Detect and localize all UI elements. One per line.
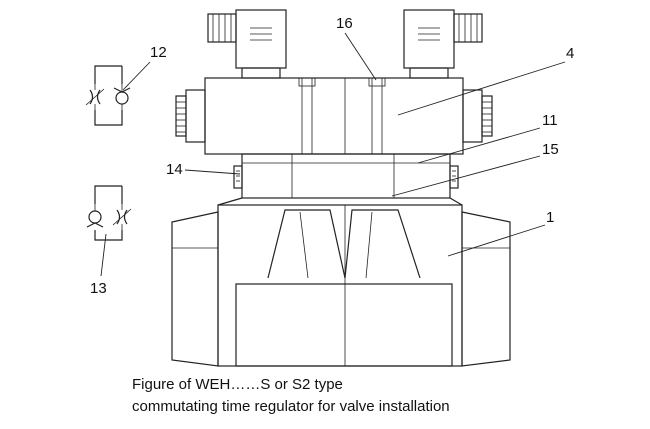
callout-12: 12 — [150, 44, 167, 61]
pilot-valve — [175, 77, 493, 155]
callout-16: 16 — [336, 15, 353, 32]
caption-line-2: commutating time regulator for valve ins… — [132, 398, 450, 415]
sandwich-plate — [217, 153, 463, 206]
caption-line-1: Figure of WEH……S or S2 type — [132, 376, 343, 393]
left-connector-plug — [207, 9, 287, 79]
callout-1: 1 — [546, 209, 554, 226]
leader-lines — [100, 32, 566, 277]
symbol-throttle-check-12 — [85, 65, 131, 126]
callout-11: 11 — [542, 112, 558, 129]
main-valve-body — [171, 204, 511, 367]
right-connector-plug — [403, 9, 483, 79]
callout-labels: 12 16 4 11 14 15 1 13 — [90, 15, 574, 297]
callout-4: 4 — [566, 45, 574, 62]
callout-14: 14 — [166, 161, 183, 178]
symbol-throttle-check-13 — [86, 185, 132, 241]
callout-13: 13 — [90, 280, 107, 297]
callout-15: 15 — [542, 141, 559, 158]
